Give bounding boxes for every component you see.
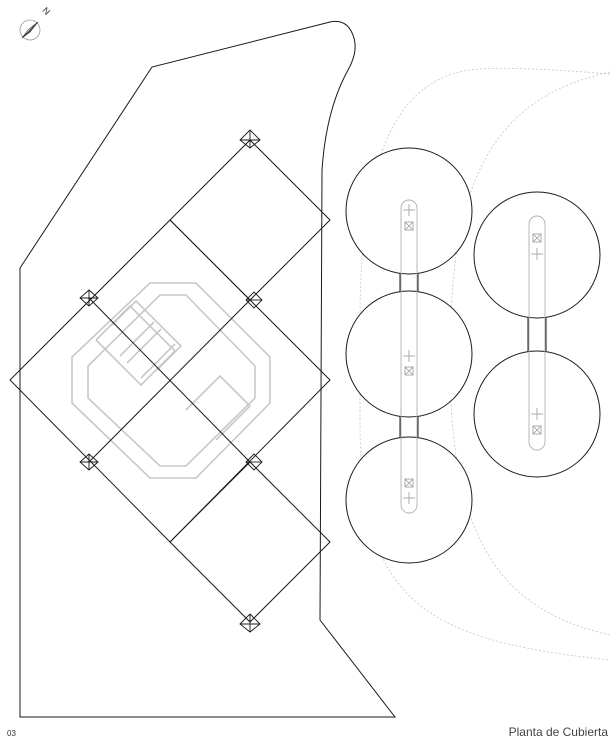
ghost-stair-4	[126, 328, 162, 364]
roof-modules	[9, 139, 331, 623]
pyramid-marker-icon	[239, 613, 261, 633]
north-arrow-icon	[19, 19, 41, 41]
roof-ridge-1	[88, 297, 251, 463]
pyramid-marker-icon	[245, 453, 263, 471]
dashed-arc-inner	[449, 71, 611, 636]
cross-star-icon	[403, 492, 415, 504]
pod-slots	[400, 199, 546, 514]
pyramid-marker-icon	[79, 453, 99, 471]
ghost-wall-right	[185, 374, 252, 441]
vent-box-icon	[404, 366, 414, 376]
slot-left	[400, 199, 418, 514]
ghost-stair-2	[111, 299, 183, 371]
roof-module-top	[169, 139, 331, 301]
ghost-lower-floor	[71, 282, 271, 479]
drawing-title: Planta de Cubierta	[508, 725, 608, 739]
pod-connector	[527, 313, 547, 353]
page-number: 03	[7, 729, 16, 738]
vent-box-icon	[532, 233, 542, 243]
column-markers	[79, 129, 263, 633]
roof-module-central	[9, 219, 331, 543]
ghost-octagon-main	[71, 282, 271, 479]
slot-right	[528, 215, 546, 451]
ghost-stair-3	[119, 321, 155, 357]
ghost-octagon-inner	[87, 294, 256, 467]
cross-star-icon	[403, 204, 415, 216]
cross-star-icon	[531, 248, 543, 260]
pyramid-marker-icon	[79, 289, 99, 307]
site-boundary	[19, 20, 397, 718]
roof-ridge-2	[88, 299, 251, 463]
cross-star-icon	[531, 408, 543, 420]
slot-symbols	[403, 204, 543, 504]
vent-box-icon	[532, 425, 542, 435]
pyramid-marker-icon	[245, 291, 263, 309]
vent-box-icon	[404, 478, 414, 488]
pyramid-marker-icon	[239, 129, 261, 149]
ghost-stair-5	[140, 343, 176, 379]
cross-star-icon	[403, 350, 415, 362]
vent-box-icon	[404, 221, 414, 231]
roof-module-bottom	[169, 461, 331, 623]
